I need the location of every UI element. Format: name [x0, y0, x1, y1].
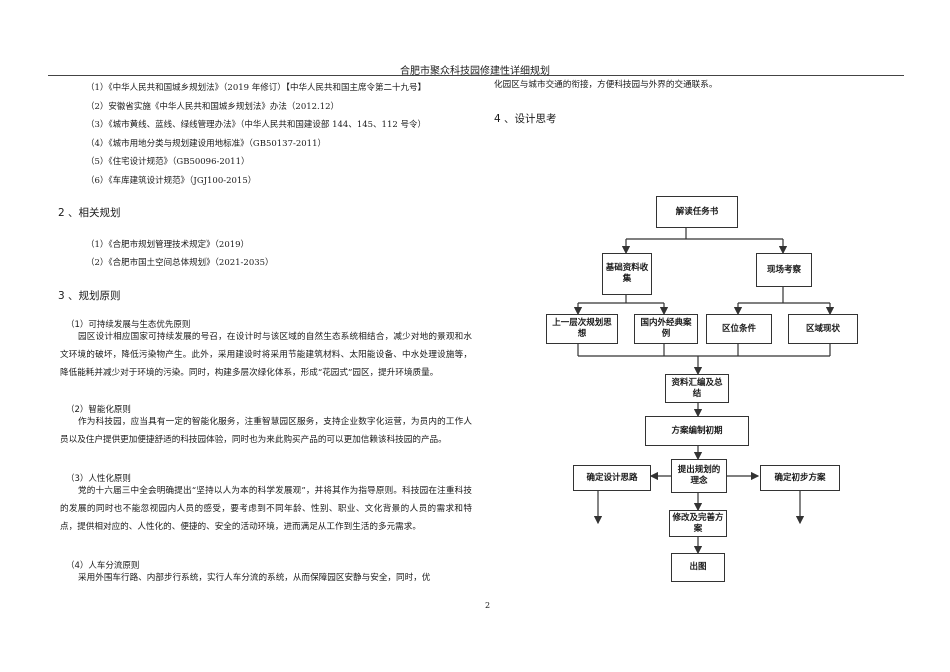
continued-text: 化园区与城市交通的衔接，方便科技园与外界的交通联系。 — [494, 80, 718, 90]
related-plan-item: （1）《合肥市规划管理技术规定》（2019） — [86, 240, 250, 250]
reference-item: （2）安徽省实施《中华人民共和国城乡规划法》办法（2012.12） — [86, 102, 340, 112]
section-heading: 3 、规划原则 — [58, 290, 121, 302]
header-divider — [48, 75, 904, 76]
flow-step-basic-data: 基础资料收集 — [602, 253, 652, 295]
reference-item: （1）《中华人民共和国城乡规划法》（2019 年修订）【中华人民共和国主席令第二… — [86, 83, 426, 93]
principle-body: 园区设计相应国家可持续发展的号召，在设计时与该区域的自然生态系统相结合，减少对地… — [60, 332, 472, 379]
principle-heading: （2）智能化原则 — [66, 405, 131, 415]
flow-step-design-idea: 确定设计思路 — [573, 465, 651, 491]
flow-step-location: 区位条件 — [706, 314, 772, 344]
related-plan-item: （2）《合肥市国土空间总体规划》（2021-2035） — [86, 258, 274, 268]
page-number: 2 — [484, 601, 491, 610]
reference-item: （6）《车库建筑设计规范》（JGJ100-2015） — [86, 176, 257, 186]
flowchart-connectors — [573, 227, 835, 555]
reference-item: （5）《住宅设计规范》（GB50096-2011） — [86, 157, 250, 167]
flow-step-draft: 方案编制初期 — [645, 416, 749, 446]
flow-step-output: 出图 — [671, 553, 725, 582]
flow-step-status: 区域现状 — [788, 314, 858, 344]
page-header: 合肥市聚众科技园修建性详细规划 — [400, 66, 550, 77]
flow-step-cases: 国内外经典案例 — [634, 314, 698, 344]
section-heading: 2 、相关规划 — [58, 207, 121, 219]
reference-item: （3）《城市黄线、蓝线、绿线管理办法》（中华人民共和国建设部 144、145、1… — [86, 120, 426, 130]
principle-body: 党的十六届三中全会明确提出“坚持以人为本的科学发展观”，并将其作为指导原则。科技… — [60, 486, 472, 533]
principle-body: 作为科技园，应当具有一定的智能化服务，注重智慧园区服务，支持企业数字化运营，为员… — [60, 417, 472, 446]
principle-heading: （1）可持续发展与生态优先原则 — [66, 320, 191, 330]
flow-step-read-task: 解读任务书 — [656, 196, 738, 228]
principle-heading: （3）人性化原则 — [66, 474, 131, 484]
flow-step-upper-plan: 上一层次规划思想 — [546, 314, 618, 344]
principle-heading: （4）人车分流原则 — [66, 561, 140, 571]
flow-step-site-survey: 现场考察 — [756, 253, 812, 287]
flow-step-refine: 修改及完善方案 — [669, 510, 727, 537]
flow-step-compile: 资料汇编及总结 — [665, 374, 729, 403]
flow-step-prelim: 确定初步方案 — [760, 465, 840, 491]
reference-item: （4）《城市用地分类与规划建设用地标准》（GB50137-2011） — [86, 139, 326, 149]
principle-body: 采用外围车行路、内部步行系统，实行人车分流的系统，从而保障园区安静与安全，同时，… — [78, 573, 431, 583]
left-column: （1）《中华人民共和国城乡规划法》（2019 年修订）【中华人民共和国主席令第二… — [58, 83, 472, 583]
section-heading: 4 、设计思考 — [494, 113, 557, 125]
flow-step-concept: 提出规划的理念 — [671, 459, 727, 493]
